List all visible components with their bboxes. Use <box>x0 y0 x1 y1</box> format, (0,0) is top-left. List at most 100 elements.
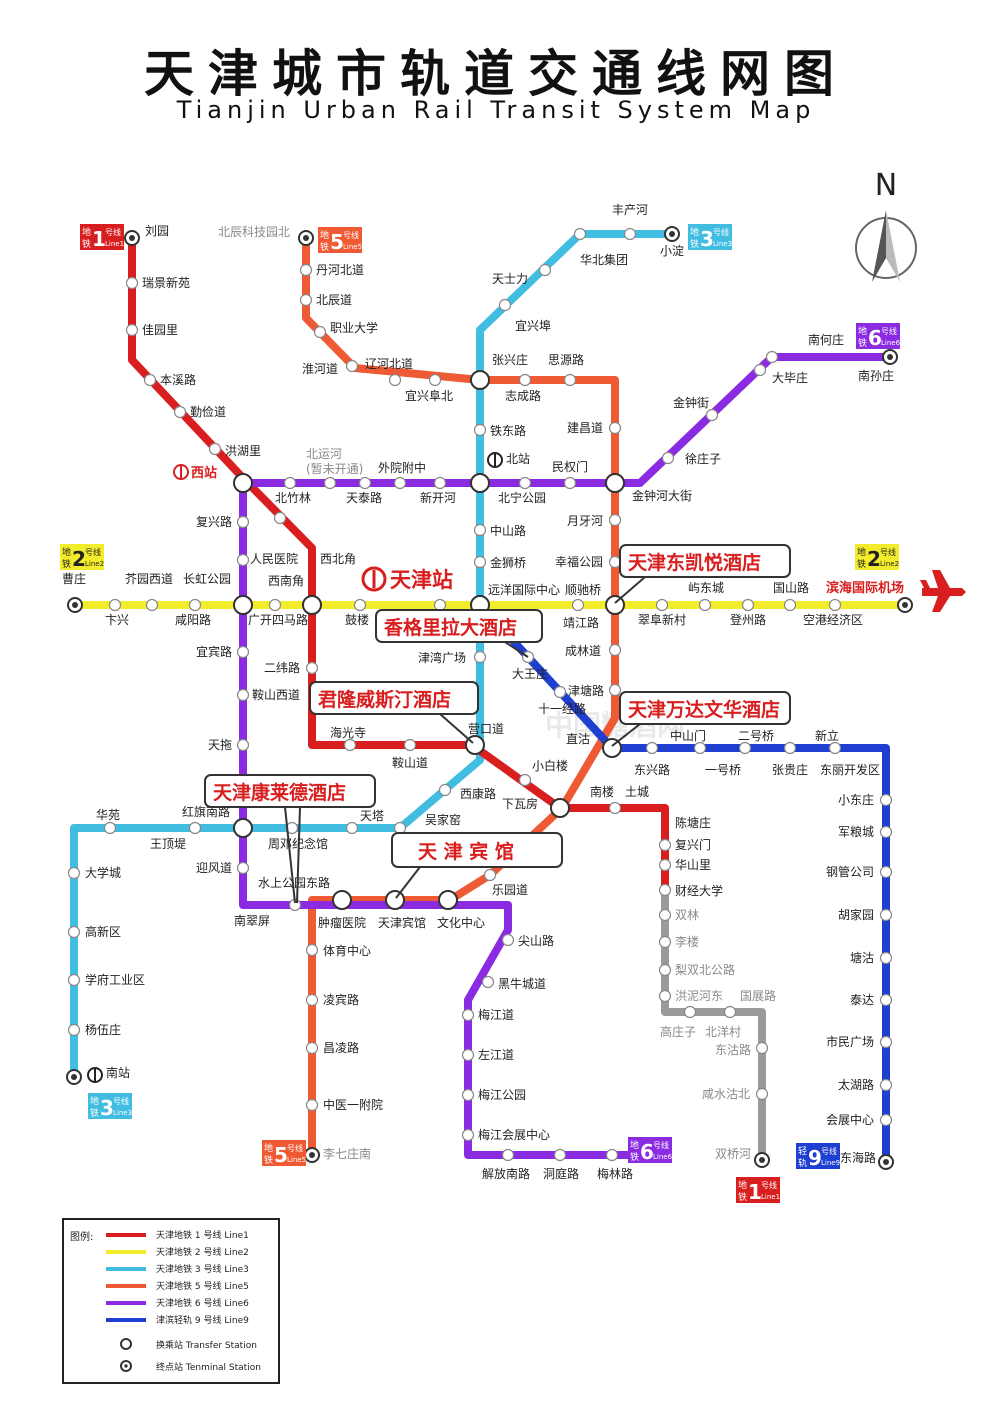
station-dot[interactable] <box>501 933 515 947</box>
station-dot[interactable] <box>783 741 797 755</box>
station-dot[interactable] <box>661 451 675 465</box>
station-dot[interactable] <box>623 227 637 241</box>
station-dot[interactable] <box>461 1128 475 1142</box>
station-dot[interactable] <box>145 598 159 612</box>
station-dot[interactable] <box>461 1008 475 1022</box>
station-dot[interactable] <box>755 1041 769 1055</box>
station-dot[interactable] <box>403 738 417 752</box>
station-dot[interactable] <box>67 973 81 987</box>
station-dot[interactable] <box>305 661 319 675</box>
station-dot[interactable] <box>473 650 487 664</box>
station-dot[interactable] <box>236 861 250 875</box>
station-dot[interactable] <box>608 555 622 569</box>
station-dot[interactable] <box>305 1098 319 1112</box>
station-dot[interactable] <box>879 993 893 1007</box>
station-dot[interactable] <box>879 865 893 879</box>
station-dot[interactable] <box>236 645 250 659</box>
station-dot[interactable] <box>343 738 357 752</box>
transfer-station-icon[interactable] <box>470 370 490 390</box>
station-dot[interactable] <box>393 821 407 835</box>
station-dot[interactable] <box>236 688 250 702</box>
station-dot[interactable] <box>765 350 779 364</box>
station-dot[interactable] <box>608 801 622 815</box>
station-dot[interactable] <box>473 423 487 437</box>
station-dot[interactable] <box>738 741 752 755</box>
station-dot[interactable] <box>879 793 893 807</box>
station-dot[interactable] <box>658 963 672 977</box>
station-dot[interactable] <box>608 513 622 527</box>
station-dot[interactable] <box>188 598 202 612</box>
station-dot[interactable] <box>67 925 81 939</box>
hotel-callout-dongkaiyue[interactable]: 天津东凯悦酒店 <box>614 544 791 604</box>
hotel-callout-shangrila[interactable]: 香格里拉大酒店 <box>375 609 543 658</box>
station-dot[interactable] <box>563 476 577 490</box>
station-dot[interactable] <box>658 838 672 852</box>
station-dot[interactable] <box>125 323 139 337</box>
station-dot[interactable] <box>125 276 139 290</box>
station-dot[interactable] <box>608 643 622 657</box>
station-dot[interactable] <box>658 989 672 1003</box>
station-dot[interactable] <box>473 555 487 569</box>
transfer-station-icon[interactable] <box>438 890 458 910</box>
station-dot[interactable] <box>723 1005 737 1019</box>
station-dot[interactable] <box>753 363 767 377</box>
station-dot[interactable] <box>538 263 552 277</box>
station-dot[interactable] <box>461 1048 475 1062</box>
north-station-landmark[interactable] <box>487 452 503 468</box>
west-station-landmark[interactable]: 西站 <box>173 464 217 481</box>
station-dot[interactable] <box>268 598 282 612</box>
station-dot[interactable] <box>358 476 372 490</box>
station-dot[interactable] <box>323 476 337 490</box>
station-dot[interactable] <box>645 741 659 755</box>
station-dot[interactable] <box>305 943 319 957</box>
station-dot[interactable] <box>828 741 842 755</box>
station-dot[interactable] <box>461 1088 475 1102</box>
station-dot[interactable] <box>518 373 532 387</box>
station-dot[interactable] <box>388 373 402 387</box>
station-dot[interactable] <box>658 858 672 872</box>
station-dot[interactable] <box>67 1023 81 1037</box>
station-dot[interactable] <box>393 476 407 490</box>
station-dot[interactable] <box>553 1148 567 1162</box>
station-dot[interactable] <box>658 883 672 897</box>
station-dot[interactable] <box>571 598 585 612</box>
station-dot[interactable] <box>563 373 577 387</box>
transfer-station-icon[interactable] <box>385 890 405 910</box>
station-dot[interactable] <box>879 825 893 839</box>
station-dot[interactable] <box>236 553 250 567</box>
hotel-callout-junlong[interactable]: 君隆威斯汀酒店 <box>309 681 479 744</box>
station-dot[interactable] <box>236 738 250 752</box>
station-dot[interactable] <box>658 908 672 922</box>
station-dot[interactable] <box>305 1041 319 1055</box>
station-dot[interactable] <box>483 868 497 882</box>
station-dot[interactable] <box>208 442 222 456</box>
station-dot[interactable] <box>173 405 187 419</box>
station-dot[interactable] <box>108 598 122 612</box>
station-dot[interactable] <box>879 951 893 965</box>
hotel-callout-kanglaide[interactable]: 天津康莱德酒店 <box>204 774 376 904</box>
transfer-station-icon[interactable] <box>605 595 625 615</box>
station-dot[interactable] <box>741 598 755 612</box>
station-dot[interactable] <box>518 773 532 787</box>
transfer-station-icon[interactable] <box>302 595 322 615</box>
station-dot[interactable] <box>705 408 719 422</box>
station-dot[interactable] <box>693 741 707 755</box>
station-dot[interactable] <box>683 1005 697 1019</box>
station-dot[interactable] <box>879 908 893 922</box>
transfer-station-icon[interactable] <box>332 890 352 910</box>
station-dot[interactable] <box>608 421 622 435</box>
station-dot[interactable] <box>305 993 319 1007</box>
station-dot[interactable] <box>438 783 452 797</box>
station-dot[interactable] <box>353 598 367 612</box>
station-dot[interactable] <box>698 598 712 612</box>
station-dot[interactable] <box>553 685 567 699</box>
station-dot[interactable] <box>236 515 250 529</box>
transfer-station-icon[interactable] <box>233 818 253 838</box>
station-dot[interactable] <box>655 598 669 612</box>
station-dot[interactable] <box>428 373 442 387</box>
station-dot[interactable] <box>498 298 512 312</box>
station-dot[interactable] <box>273 511 287 525</box>
station-dot[interactable] <box>658 935 672 949</box>
station-dot[interactable] <box>188 821 202 835</box>
south-station-landmark[interactable] <box>87 1067 103 1083</box>
